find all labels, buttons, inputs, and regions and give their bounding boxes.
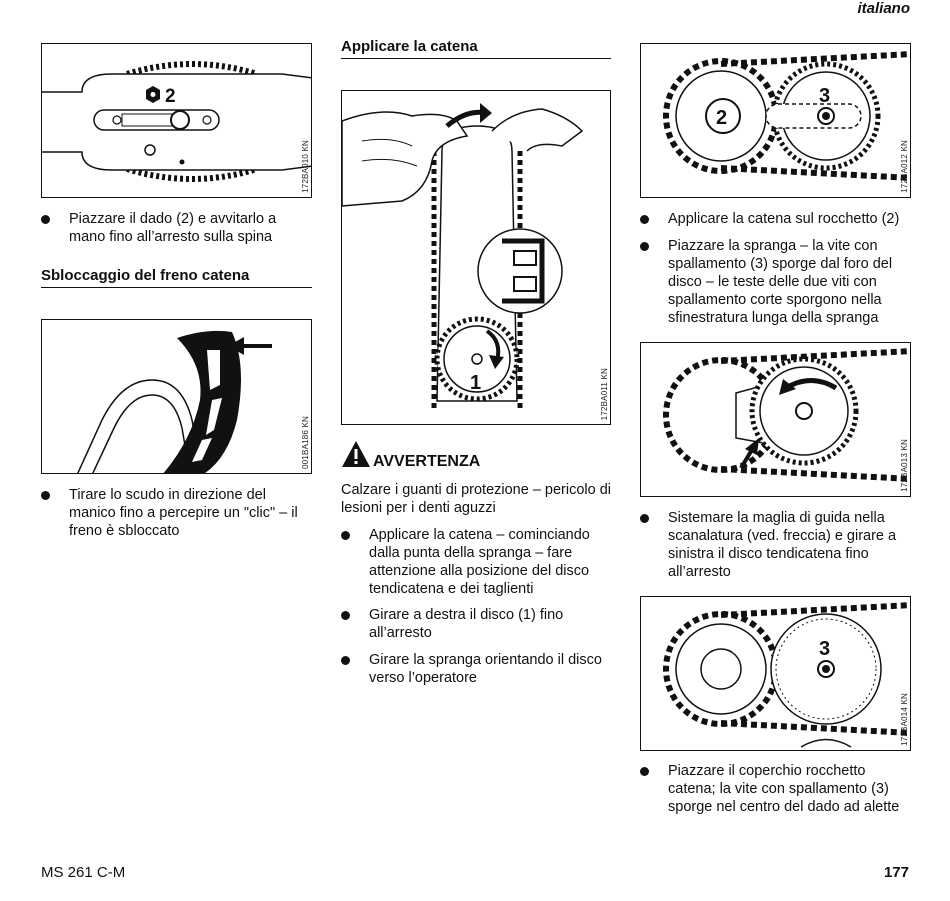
bullet-dot — [41, 491, 50, 500]
bullet-text: Tirare lo scudo in direzione del manico … — [69, 487, 298, 539]
callout-3: 3 — [819, 85, 830, 107]
sprocket-illustration: 2 3 — [663, 51, 910, 181]
guide-link-illustration — [663, 348, 910, 482]
bullet-text: Piazzare la spranga – la vite con spalla… — [668, 238, 893, 326]
callout-2: 2 — [716, 107, 727, 129]
bullet-text: Piazzare il dado (2) e avvitarlo a mano … — [69, 211, 277, 245]
bullet-dot — [640, 767, 649, 776]
figure-guide-link: 172BA013 KN — [640, 342, 911, 497]
section-title-apply-chain: Applicare la catena — [341, 38, 611, 59]
page-number: 177 — [883, 864, 909, 881]
list-item: Sistemare la maglia di guida nella scana… — [640, 509, 915, 584]
figure-code: 172BA014 KN — [900, 693, 909, 746]
list-item: Applicare la catena – cominciando dalla … — [341, 526, 616, 601]
figure-nut-on-bar: 2 172BA010 KN — [41, 43, 312, 198]
figure-code: 001BA186 KN — [301, 416, 310, 469]
list-item: Girare la spranga orientando il disco ve… — [341, 651, 616, 691]
warning-title-row: AVVERTENZA — [341, 440, 611, 470]
figure-apply-chain: 1 172BA011 KN — [341, 90, 611, 425]
list-item: Girare a destra il disco (1) fino all’ar… — [341, 606, 616, 646]
callout-3: 3 — [819, 638, 830, 660]
figure-code: 172BA010 KN — [301, 140, 310, 193]
chain-brake-illustration — [77, 330, 272, 473]
bullet-text: Sistemare la maglia di guida nella scana… — [668, 510, 897, 580]
list-item: Piazzare il coperchio rocchetto catena; … — [640, 762, 915, 822]
bullet-dot — [41, 215, 50, 224]
sprocket-cover-illustration: 3 — [663, 602, 910, 748]
list-item: Applicare la catena sul rocchetto (2) — [640, 210, 915, 230]
bullet-dot — [640, 215, 649, 224]
warning-text: Calzare i guanti di protezione – pericol… — [341, 482, 612, 516]
figure-chain-on-sprocket: 2 3 172BA012 KN — [640, 43, 911, 198]
list-item: Piazzare la spranga – la vite con spalla… — [640, 237, 915, 329]
figure-chain-brake: 001BA186 KN — [41, 319, 312, 474]
apply-chain-illustration: 1 — [342, 103, 584, 411]
figure-sprocket-cover: 3 172BA014 KN — [640, 596, 911, 751]
bullet-text: Girare la spranga orientando il disco ve… — [369, 652, 602, 686]
bullet-text: Applicare la catena – cominciando dalla … — [369, 527, 590, 597]
callout-1: 1 — [470, 372, 481, 394]
bullet-text: Piazzare il coperchio rocchetto catena; … — [668, 763, 900, 815]
bullet-dot — [640, 242, 649, 251]
bullet-dot — [640, 514, 649, 523]
bullet-dot — [341, 531, 350, 540]
footer-model: MS 261 C-M — [41, 864, 126, 881]
bullet-dot — [341, 656, 350, 665]
list-item: Tirare lo scudo in direzione del manico … — [41, 486, 312, 546]
warning-title: AVVERTENZA — [373, 453, 481, 470]
language-label: italiano — [857, 0, 910, 17]
figure-code: 172BA013 KN — [900, 439, 909, 492]
warning-icon — [342, 441, 370, 467]
bullet-text: Applicare la catena sul rocchetto (2) — [668, 211, 900, 227]
bullet-dot — [341, 611, 350, 620]
bullet-text: Girare a destra il disco (1) fino all’ar… — [369, 607, 564, 641]
figure-code: 172BA012 KN — [900, 140, 909, 193]
section-title-chain-brake: Sbloccaggio del freno catena — [41, 267, 312, 288]
bar-nut-illustration: 2 — [42, 61, 311, 182]
callout-2: 2 — [165, 86, 176, 107]
list-item: Piazzare il dado (2) e avvitarlo a mano … — [41, 210, 312, 250]
figure-code: 172BA011 KN — [600, 367, 609, 420]
